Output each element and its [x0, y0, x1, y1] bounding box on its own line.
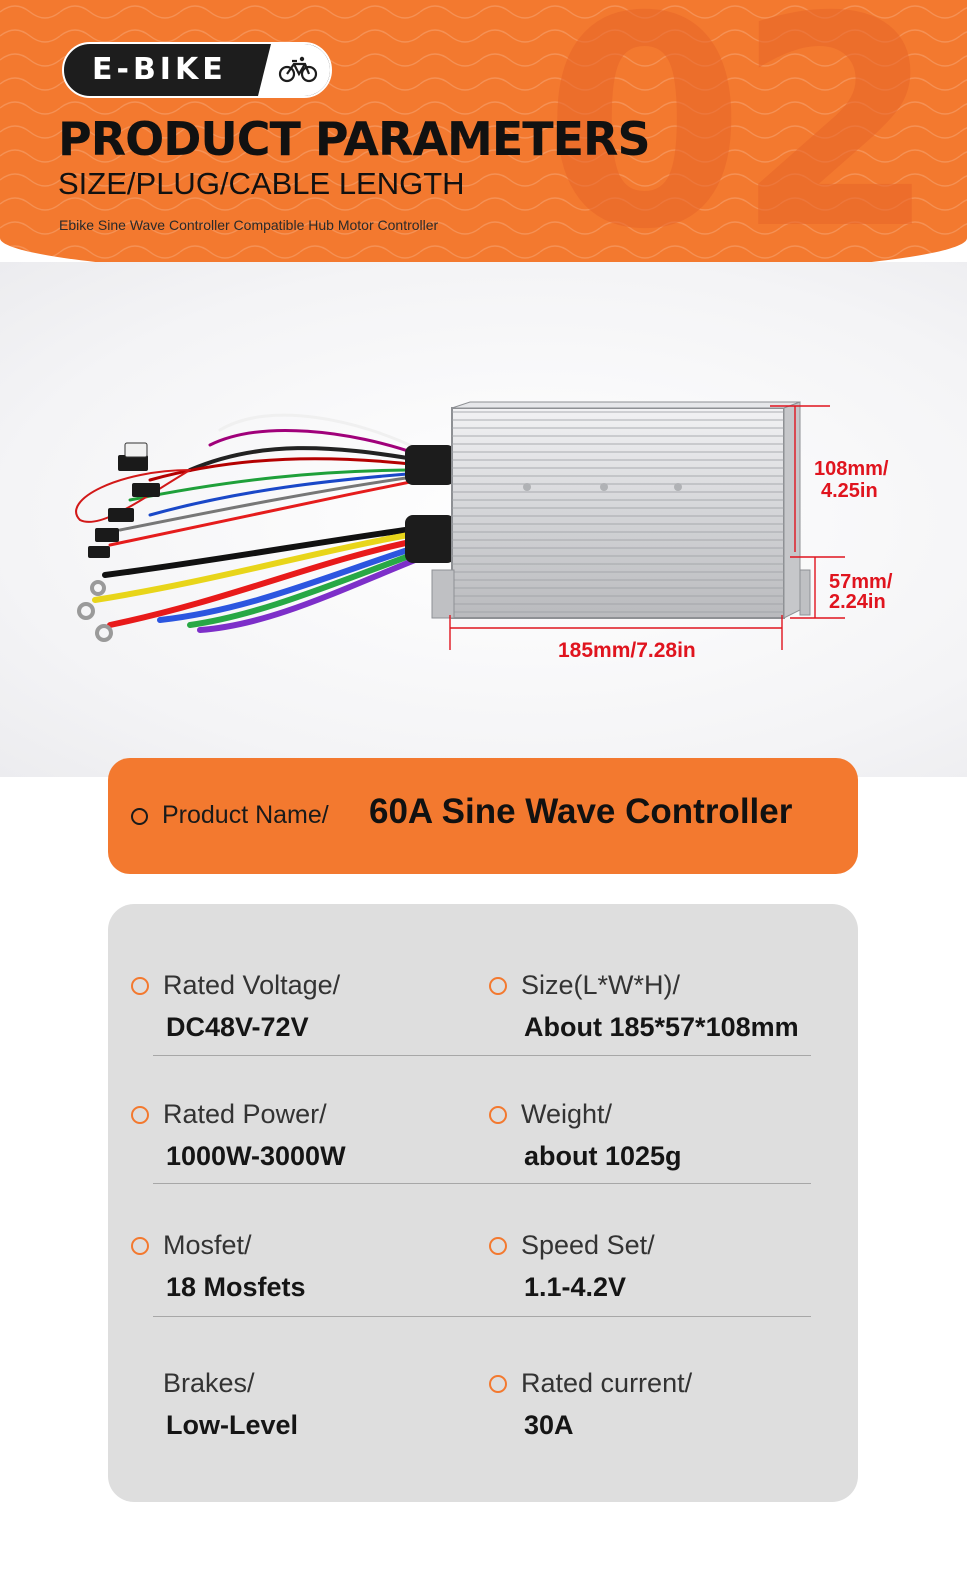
spec-value: Low-Level: [166, 1410, 299, 1440]
circle-icon: [131, 1237, 149, 1255]
spec-label: Rated current/: [521, 1368, 693, 1398]
page-tagline: Ebike Sine Wave Controller Compatible Hu…: [59, 217, 439, 233]
spec-label: Brakes/: [163, 1368, 255, 1398]
page-title: PRODUCT PARAMETERS: [58, 112, 651, 166]
row-divider: [153, 1316, 811, 1317]
row-divider: [153, 1055, 811, 1056]
row-divider: [153, 1183, 811, 1184]
height-inch-label: 4.25in: [821, 480, 878, 502]
cable-gland-top: [405, 445, 455, 485]
brand-logo: E-BIKE: [62, 42, 332, 98]
page-subtitle: SIZE/PLUG/CABLE LENGTH: [58, 166, 465, 201]
circle-icon: [131, 808, 148, 825]
spec-value: DC48V-72V: [166, 1012, 309, 1042]
ring-terminals: [77, 580, 113, 642]
dimension-labels: 108mm/ 4.25in 57mm/ 2.24in 185mm/7.28in: [558, 458, 893, 662]
circle-icon: [489, 1237, 507, 1255]
spec-label: Rated Voltage/: [163, 970, 341, 1000]
spec-value: 30A: [524, 1410, 574, 1440]
spec-value: 18 Mosfets: [166, 1272, 306, 1302]
height-label: 108mm/: [814, 458, 889, 480]
wire-connectors: [88, 442, 160, 558]
circle-icon: [489, 1375, 507, 1393]
circle-icon: [489, 977, 507, 995]
brand-name: E-BIKE: [92, 52, 227, 87]
spec-value: About 185*57*108mm: [524, 1012, 799, 1042]
controller-wires: [75, 413, 423, 633]
circle-icon: [131, 977, 149, 995]
product-name-bar: Product Name/ 60A Sine Wave Controller: [108, 758, 858, 874]
product-name-label: Product Name/: [162, 801, 329, 829]
spec-label: Weight/: [521, 1099, 613, 1129]
spec-value: 1.1-4.2V: [524, 1272, 627, 1302]
dimension-lines: [449, 405, 845, 650]
width-inch-label: 2.24in: [829, 591, 886, 613]
spec-label: Size(L*W*H)/: [521, 970, 681, 1000]
cable-gland-bottom: [405, 515, 455, 563]
bicycle-icon: [258, 44, 330, 96]
spec-label: Speed Set/: [521, 1230, 655, 1260]
product-photo: 108mm/ 4.25in 57mm/ 2.24in 185mm/7.28in: [0, 262, 967, 777]
section-number: 02: [543, 0, 937, 278]
spec-label: Mosfet/: [163, 1230, 252, 1260]
circle-icon: [489, 1106, 507, 1124]
circle-icon: [131, 1106, 149, 1124]
controller-body: [431, 401, 811, 619]
width-label: 57mm/: [829, 571, 893, 593]
spec-label: Rated Power/: [163, 1099, 327, 1129]
header-banner: 02 E-BIKE PRODUCT PARAMETERS SIZE/PLUG/C…: [0, 0, 967, 278]
spec-value: about 1025g: [524, 1141, 682, 1171]
spec-panel: Rated Voltage/ DC48V-72V Size(L*W*H)/ Ab…: [108, 904, 858, 1502]
length-label: 185mm/7.28in: [558, 639, 696, 662]
product-name-value: 60A Sine Wave Controller: [369, 792, 793, 831]
spec-value: 1000W-3000W: [166, 1141, 346, 1171]
